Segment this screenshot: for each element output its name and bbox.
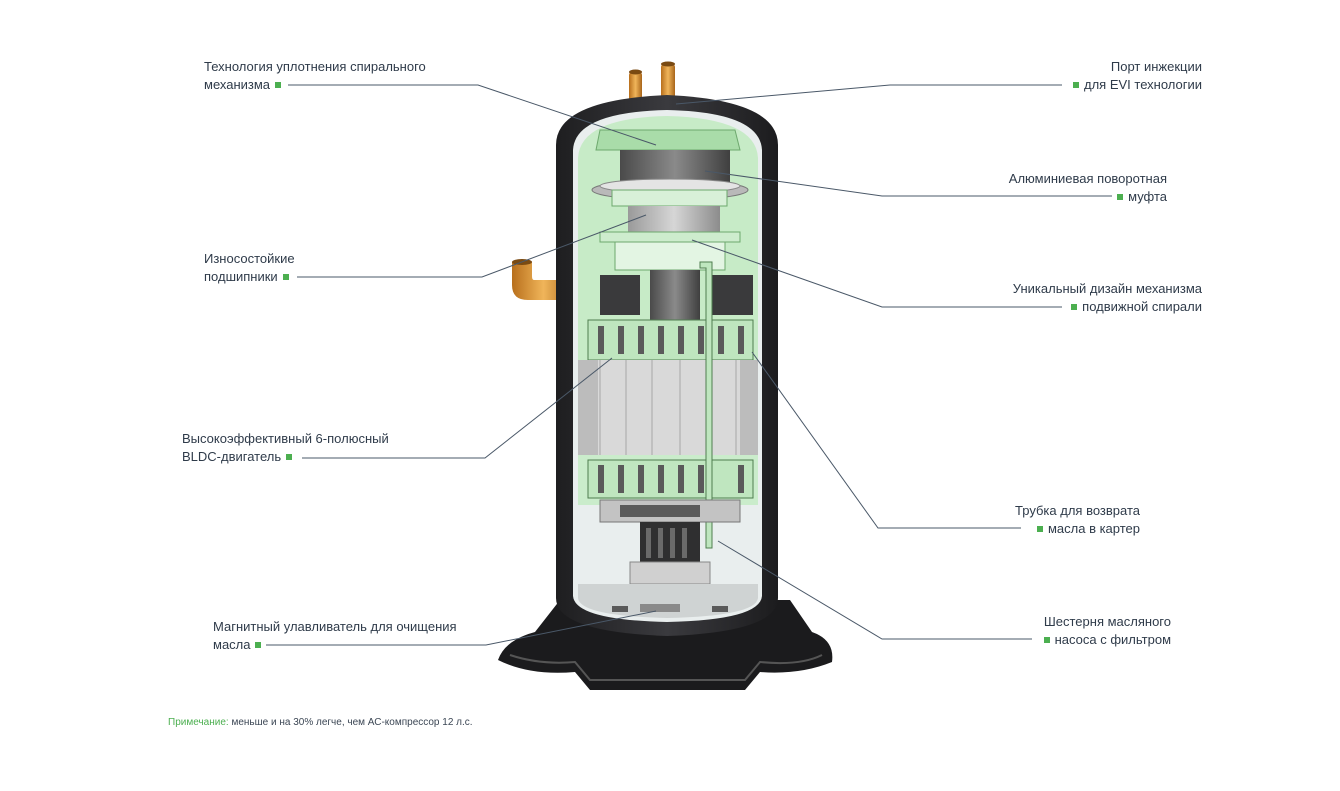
- label-aluminum-coupling-line2: муфта: [1128, 189, 1167, 204]
- label-magnetic-trap-line1: Магнитный улавливатель для очищения: [213, 619, 457, 634]
- label-oil-pump-gear-line2: насоса с фильтром: [1054, 632, 1171, 647]
- label-oil-pump-gear: Шестерня масляного насоса с фильтром: [1010, 613, 1171, 649]
- label-aluminum-coupling: Алюминиевая поворотная муфта: [990, 170, 1167, 206]
- footnote: Примечание: меньше и на 30% легче, чем А…: [168, 717, 473, 728]
- label-magnetic-trap: Магнитный улавливатель для очищения масл…: [213, 618, 457, 654]
- label-bullet: [275, 81, 282, 88]
- label-scroll-seal-line2: механизма: [204, 77, 271, 92]
- label-bullet: [1043, 636, 1050, 643]
- oil-pump: [599, 499, 741, 585]
- label-bearings-line2: подшипники: [204, 269, 278, 284]
- label-oil-pump-gear-line1: Шестерня масляного: [1043, 614, 1171, 629]
- label-bldc-motor: Высокоэффективный 6-полюсный BLDC-двигат…: [182, 430, 389, 466]
- label-bullet: [1073, 81, 1079, 88]
- label-evi-port-line1: Порт инжекции: [1110, 59, 1202, 74]
- oil-return-tube: [699, 261, 713, 549]
- label-bullet: [1036, 525, 1043, 532]
- label-orbiting-scroll: Уникальный дизайн механизма подвижной сп…: [990, 280, 1202, 316]
- oil-sump: [578, 584, 758, 618]
- label-bearings: Износостойкие подшипники: [204, 250, 295, 286]
- label-oil-return-line2: масла в картер: [1047, 521, 1140, 536]
- label-magnetic-trap-line2: масла: [213, 637, 251, 652]
- label-evi-port: Порт инжекции для EVI технологии: [1060, 58, 1202, 94]
- leader-lines: [266, 84, 1112, 646]
- label-bldc-motor-line1: Высокоэффективный 6-полюсный: [182, 431, 389, 446]
- label-oil-return-line1: Трубка для возврата: [1015, 503, 1140, 518]
- label-bullet: [255, 641, 262, 648]
- label-bullet: [1071, 303, 1078, 310]
- label-scroll-seal-line1: Технология уплотнения спирального: [204, 59, 426, 74]
- stator-core: [578, 360, 758, 455]
- footnote-text: меньше и на 30% легче, чем АС-компрессор…: [228, 717, 473, 728]
- label-orbiting-scroll-line1: Уникальный дизайн механизма: [1012, 281, 1202, 296]
- label-evi-port-line2: для EVI технологии: [1084, 77, 1202, 92]
- label-bullet: [282, 273, 289, 280]
- label-bearings-line1: Износостойкие: [204, 251, 295, 266]
- footnote-key: Примечание:: [168, 717, 229, 728]
- stator-upper-winding: [587, 319, 754, 361]
- label-bldc-motor-line2: BLDC-двигатель: [182, 449, 282, 464]
- label-bullet: [1117, 193, 1124, 200]
- label-aluminum-coupling-line1: Алюминиевая поворотная: [1008, 171, 1167, 186]
- label-oil-return: Трубка для возврата масла в картер: [990, 502, 1140, 538]
- label-bullet: [286, 453, 293, 460]
- label-scroll-seal: Технология уплотнения спирального механи…: [204, 58, 426, 94]
- label-orbiting-scroll-line2: подвижной спирали: [1082, 299, 1202, 314]
- stator-lower-winding: [587, 459, 754, 499]
